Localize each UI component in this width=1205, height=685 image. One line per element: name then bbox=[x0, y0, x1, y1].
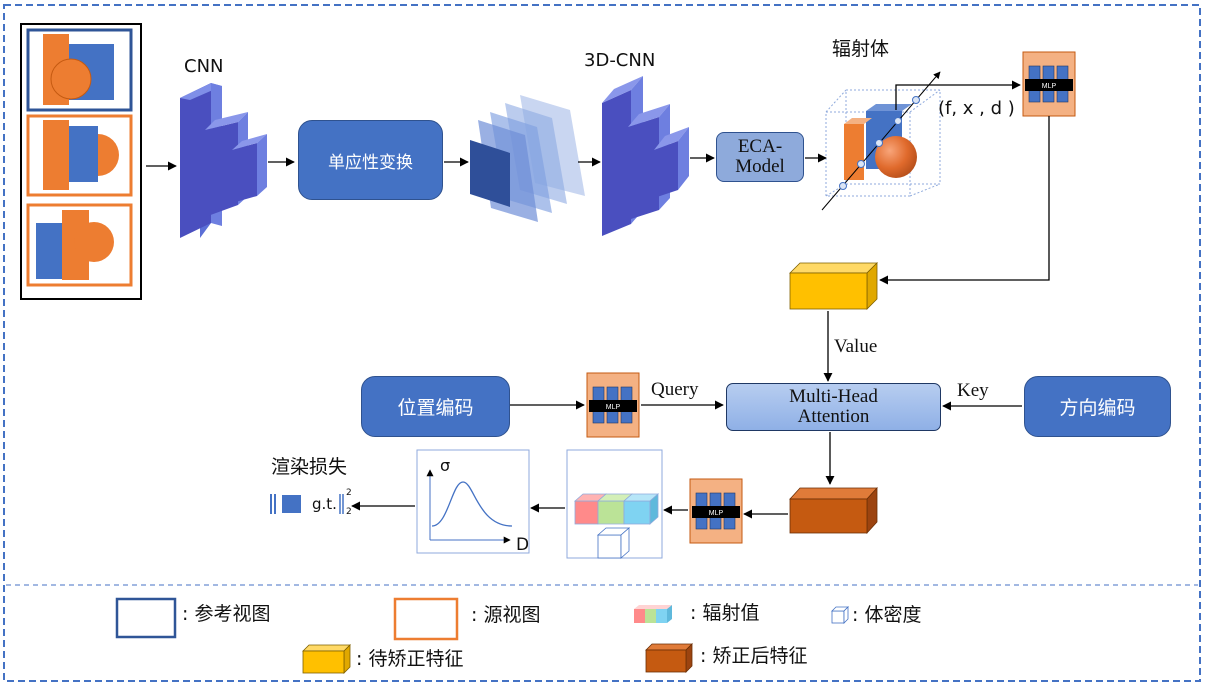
source-view-thumbnail-1 bbox=[26, 114, 133, 197]
mlp-block-top: MLP bbox=[1022, 51, 1076, 117]
legend-volume-density: : 体密度 bbox=[852, 604, 922, 626]
cnn3d-pyramid bbox=[602, 76, 689, 236]
legend-radiance-value: : 辐射值 bbox=[690, 602, 760, 624]
position-encoding-node: 位置编码 bbox=[361, 376, 510, 437]
eca-model-node: ECA- Model bbox=[716, 132, 804, 182]
mlp-label-output: MLP bbox=[709, 510, 724, 517]
radiance-volume bbox=[821, 71, 941, 211]
legend-swatch-unrectified bbox=[302, 644, 351, 674]
mlp-label-top: MLP bbox=[1042, 83, 1057, 90]
cnn-label: CNN bbox=[184, 56, 224, 77]
output-cubes-panel bbox=[566, 449, 663, 559]
eca-line1: ECA- bbox=[737, 136, 783, 158]
plot-sigma-label: σ bbox=[440, 456, 451, 475]
density-plot bbox=[416, 449, 530, 554]
arrow-mlp-to-feature bbox=[879, 116, 1050, 285]
input-views-panel bbox=[20, 23, 142, 300]
arrow-volume-to-mlp bbox=[895, 80, 1021, 110]
value-label: Value bbox=[834, 336, 878, 357]
render-loss-label: 渲染损失 bbox=[271, 456, 348, 478]
loss-gt-label: g.t. bbox=[312, 495, 337, 513]
rectified-feature-cuboid bbox=[789, 486, 878, 535]
unrectified-feature-cuboid bbox=[789, 262, 878, 310]
legend-source-view: : 源视图 bbox=[471, 604, 541, 626]
key-label: Key bbox=[957, 380, 989, 401]
legend-rectified-feature: : 矫正后特征 bbox=[700, 645, 808, 667]
radiance-volume-label: 辐射体 bbox=[832, 38, 890, 60]
legend-swatches bbox=[115, 597, 849, 674]
sample-coords-label: (f, x , d ) bbox=[938, 98, 1015, 119]
plot-d-label: D bbox=[516, 535, 530, 555]
loss-superscript: 2 bbox=[346, 488, 352, 498]
outer-frame bbox=[3, 4, 1201, 682]
reference-view-thumbnail bbox=[26, 28, 133, 112]
render-loss-icon bbox=[270, 494, 344, 514]
flow-arrows bbox=[146, 80, 1050, 519]
legend-swatch-reference bbox=[115, 597, 177, 639]
mlp-block-output: MLP bbox=[689, 478, 743, 544]
homography-node: 单应性变换 bbox=[298, 120, 443, 200]
mlp-label-query: MLP bbox=[606, 404, 621, 411]
legend-unrectified-feature: : 待矫正特征 bbox=[356, 648, 464, 670]
attention-line2: Attention bbox=[797, 406, 870, 427]
source-view-thumbnail-2 bbox=[26, 203, 133, 287]
mlp-block-query: MLP bbox=[586, 372, 640, 438]
direction-encoding-node: 方向编码 bbox=[1024, 376, 1171, 437]
attention-line1: Multi-Head bbox=[789, 386, 878, 408]
legend-reference-view: : 参考视图 bbox=[182, 603, 271, 625]
cnn3d-label: 3D-CNN bbox=[584, 50, 656, 71]
legend-swatch-rectified bbox=[645, 643, 693, 673]
loss-subscript: 2 bbox=[346, 507, 352, 517]
multi-head-attention-node: Multi-Head Attention bbox=[726, 383, 941, 431]
legend-swatch-density bbox=[831, 606, 849, 624]
legend-swatch-radiance bbox=[634, 605, 672, 623]
warped-feature-planes bbox=[470, 95, 585, 222]
legend-swatch-source bbox=[393, 597, 459, 641]
cnn-pyramid bbox=[180, 83, 267, 238]
query-label: Query bbox=[651, 379, 699, 400]
eca-line2: Model bbox=[735, 156, 785, 177]
